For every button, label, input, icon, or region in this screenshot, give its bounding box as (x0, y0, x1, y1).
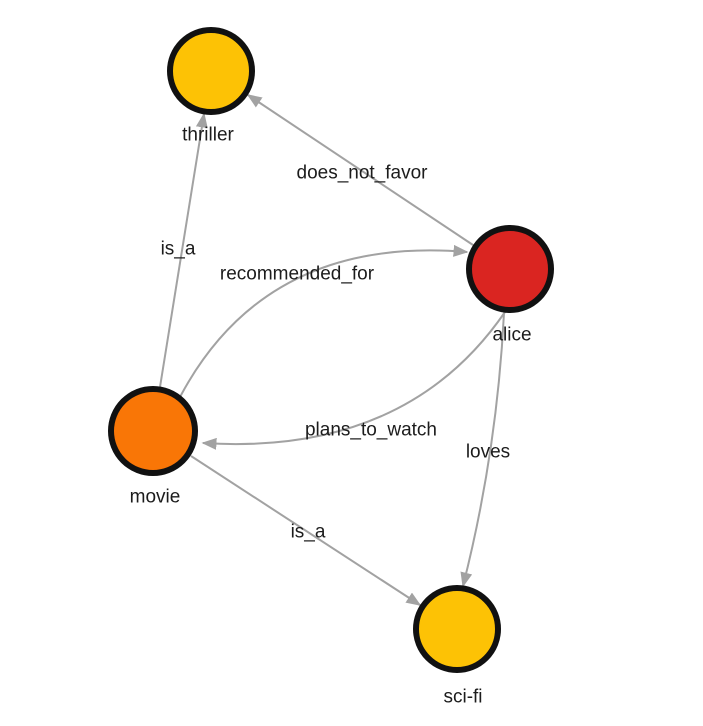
edge-movie-is_a-thriller (159, 112, 208, 388)
labels-layer: is_a does_not_favor recommended_for plans_t… (130, 125, 532, 708)
edge-label-movie-is_a-thriller: is_a (161, 239, 196, 260)
node-sci-fi[interactable] (413, 585, 501, 673)
edge-label-movie-is_a-sci-fi: is_a (291, 522, 326, 543)
edge-label-alice-loves-sci-fi: loves (466, 442, 510, 463)
nodes-layer (108, 27, 554, 673)
edge-movie-recommended_for-alice (179, 244, 469, 398)
node-thriller[interactable] (167, 27, 255, 115)
node-movie[interactable] (108, 386, 198, 476)
node-alice[interactable] (466, 225, 554, 313)
node-label-movie: movie (130, 487, 181, 508)
node-label-alice: alice (492, 325, 531, 346)
edge-alice-plans_to_watch-movie (201, 311, 506, 450)
edge-label-alice-does_not_favor-thriller: does_not_favor (297, 163, 429, 184)
edges-layer (159, 94, 506, 606)
edge-movie-is_a-sci-fi (190, 455, 422, 606)
edge-label-movie-recommended_for-alice: recommended_for (220, 264, 375, 285)
node-label-sci-fi: sci-fi (443, 687, 482, 708)
edge-label-alice-plans_to_watch-movie: plans_to_watch (305, 420, 437, 441)
node-label-thriller: thriller (182, 125, 234, 146)
edge-alice-loves-sci-fi (460, 312, 505, 588)
edge-alice-does_not_favor-thriller (246, 94, 474, 246)
